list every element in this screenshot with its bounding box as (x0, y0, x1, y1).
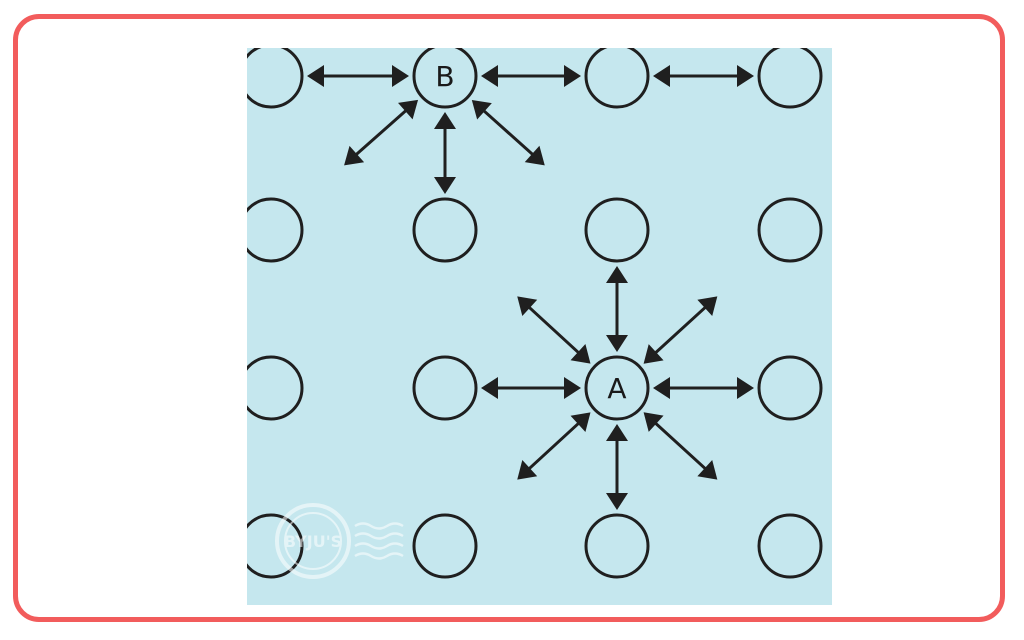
arrow-line (645, 297, 716, 363)
node-circle (412, 48, 478, 109)
grid-node (412, 513, 478, 579)
watermark-inner-ring (284, 512, 342, 570)
arrowhead (570, 412, 591, 432)
connection-r0c2-r0c3 (653, 65, 754, 87)
node-circle (584, 197, 650, 263)
node-label: A (607, 372, 626, 405)
node-circle (412, 197, 478, 263)
node-circle (757, 513, 823, 579)
connection-r0c1-r1c1 (434, 112, 456, 194)
node-circle (247, 197, 304, 263)
grid-node (757, 197, 823, 263)
node-circle (412, 513, 478, 579)
connection-r2c2-r3c3 (643, 412, 718, 480)
node-circle (584, 48, 650, 109)
arrowhead (517, 460, 538, 480)
watermark-text: BYJU'S (284, 532, 342, 551)
arrowhead (481, 377, 498, 399)
node-circle (584, 355, 650, 421)
grid-node (247, 197, 304, 263)
node-label: B (435, 60, 454, 93)
arrowhead (606, 335, 628, 352)
arrowhead (434, 177, 456, 194)
arrowhead (737, 65, 754, 87)
arrowhead (392, 65, 409, 87)
arrowhead (606, 266, 628, 283)
arrow-line (473, 101, 543, 164)
arrowhead (517, 296, 538, 316)
node-circle (247, 355, 304, 421)
node-circle (757, 355, 823, 421)
connection-r0c1-r0c2 (481, 65, 581, 87)
connection-r0c0-r0c1 (307, 65, 409, 87)
node-circle (247, 513, 304, 579)
watermark-ring (275, 503, 351, 579)
arrowhead (434, 112, 456, 129)
connection-r2c2-r1c2 (606, 266, 628, 352)
node-circle (757, 197, 823, 263)
arrow-line (519, 297, 589, 363)
connection-r2c2-r3c2 (606, 424, 628, 510)
arrowhead (471, 100, 492, 120)
node-a: A (584, 355, 650, 421)
arrowhead (481, 65, 498, 87)
grid-connection-diagram: BA BYJU'S (247, 48, 832, 605)
arrowhead (344, 145, 365, 166)
arrowhead (570, 344, 591, 364)
arrow-line (645, 413, 716, 479)
connection-r2c2-r3c1 (517, 412, 591, 480)
arrowhead (653, 65, 670, 87)
nodes-layer: BA (247, 48, 823, 579)
node-circle (412, 355, 478, 421)
arrowhead (697, 460, 718, 480)
node-circle (584, 513, 650, 579)
arrows-layer (307, 65, 754, 510)
connection-r0c1-r1c2 (471, 100, 545, 166)
grid-node (584, 197, 650, 263)
grid-node (757, 48, 823, 109)
connection-r2c2-r2c1 (481, 377, 581, 399)
watermark-seal: BYJU'S (275, 503, 404, 579)
arrowhead (606, 424, 628, 441)
connection-r0c1-r1c0 (344, 99, 419, 166)
connection-r2c2-r1c3 (643, 296, 718, 364)
grid-node (247, 48, 304, 109)
grid-node (412, 197, 478, 263)
arrowhead (307, 65, 324, 87)
arrowhead (643, 412, 664, 432)
arrowhead (524, 145, 545, 166)
arrow-line (346, 101, 417, 164)
node-circle (247, 48, 304, 109)
grid-node (247, 513, 304, 579)
arrowhead (564, 377, 581, 399)
arrow-line (519, 413, 589, 479)
node-b: B (412, 48, 478, 109)
grid-node (584, 513, 650, 579)
arrowhead (643, 344, 664, 364)
grid-node (247, 355, 304, 421)
connection-r2c2-r2c3 (653, 377, 754, 399)
arrowhead (564, 65, 581, 87)
arrowhead (697, 296, 718, 316)
arrowhead (653, 377, 670, 399)
grid-node (584, 48, 650, 109)
diagram-background (247, 48, 832, 605)
node-circle (757, 48, 823, 109)
grid-node (412, 355, 478, 421)
grid-node (757, 355, 823, 421)
arrowhead (398, 99, 419, 120)
connection-r2c2-r1c1 (517, 296, 591, 364)
watermark-wave-lines (354, 522, 404, 560)
arrowhead (606, 493, 628, 510)
arrowhead (737, 377, 754, 399)
grid-node (757, 513, 823, 579)
